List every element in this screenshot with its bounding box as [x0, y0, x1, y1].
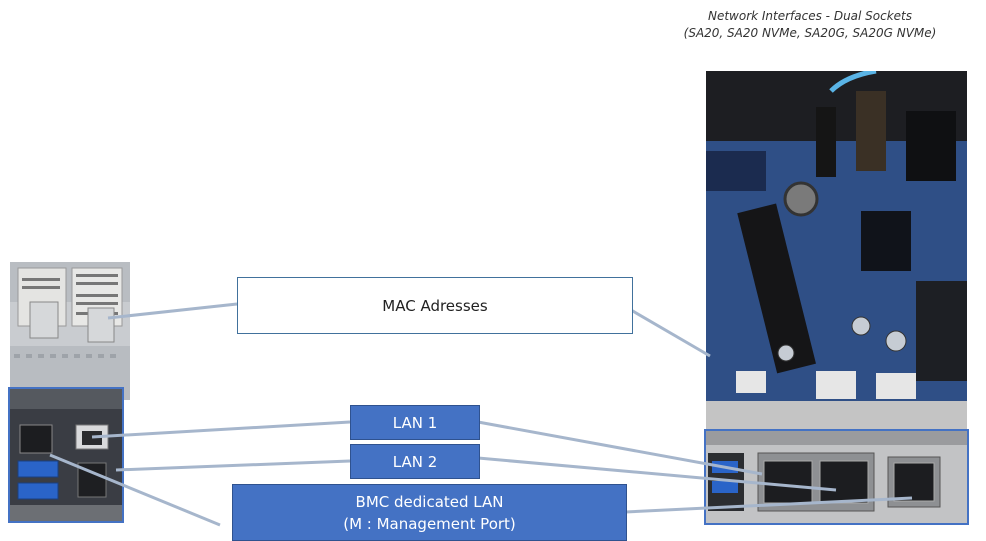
- mac-right-connector: [630, 308, 711, 358]
- lan2-right-connector: [477, 456, 837, 492]
- bmc-line-1: BMC dedicated LAN: [355, 492, 504, 511]
- mac-addresses-text: MAC Adresses: [382, 296, 488, 315]
- bmc-lan-label: BMC dedicated LAN (M : Management Port): [232, 484, 627, 541]
- title-line-2: (SA20, SA20 NVMe, SA20G, SA20G NVMe): [683, 26, 937, 40]
- rear-ports-photo: [8, 387, 124, 523]
- mac-left-connector: [107, 302, 238, 320]
- bmc-right-connector: [624, 496, 913, 514]
- lan2-text: LAN 2: [392, 452, 438, 471]
- lan1-label: LAN 1: [350, 405, 480, 440]
- lan1-right-connector: [477, 420, 763, 476]
- diagram-title: Network Interfaces - Dual Sockets (SA20,…: [640, 8, 980, 42]
- bmc-line-2: (M : Management Port): [343, 514, 516, 533]
- mac-addresses-label: MAC Adresses: [237, 277, 633, 334]
- bmc-left-connector: [49, 453, 221, 527]
- mac-sticker-photo: [10, 262, 130, 400]
- lan1-text: LAN 1: [392, 413, 438, 432]
- lan2-label: LAN 2: [350, 444, 480, 479]
- title-line-1: Network Interfaces - Dual Sockets: [707, 9, 913, 23]
- lan1-left-connector: [91, 420, 351, 439]
- motherboard-photo: [706, 71, 967, 430]
- lan2-left-connector: [115, 459, 351, 472]
